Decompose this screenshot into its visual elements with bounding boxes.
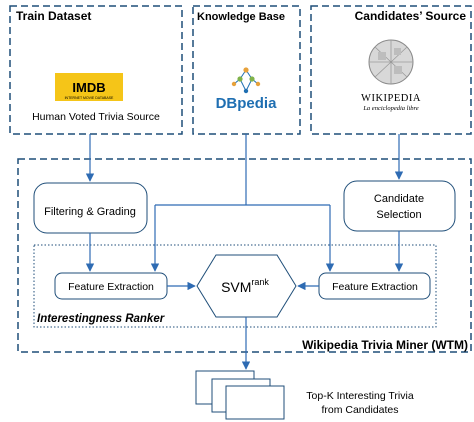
dbpedia-logo-text: DBpedia	[216, 95, 278, 112]
train-caption: Human Voted Trivia Source	[32, 111, 160, 123]
svm-label: SVMrank	[221, 277, 269, 295]
ranker-box	[33, 244, 437, 328]
filtering-grading-label: Filtering & Grading	[44, 206, 136, 218]
candidates-source-title: Candidates’ Source	[355, 9, 467, 23]
wikipedia-globe-icon	[368, 39, 414, 85]
wtm-title: Wikipedia Trivia Miner (WTM)	[302, 338, 468, 352]
train-dataset-box	[9, 5, 183, 135]
wikipedia-logo-text: WIKIPEDIA	[361, 93, 421, 104]
wikipedia-logo-subtext: La enciclopedia libre	[362, 105, 418, 112]
dbpedia-logo: DBpedia	[216, 67, 278, 112]
feature-extraction-left-label: Feature Extraction	[68, 281, 154, 293]
train-dataset-title: Train Dataset	[16, 9, 91, 23]
candidate-selection-line1: Candidate	[374, 193, 424, 205]
dbpedia-network-icon	[231, 67, 261, 94]
output-line2: from Candidates	[321, 404, 398, 416]
wikipedia-logo: WIKIPEDIA La enciclopedia libre	[361, 39, 421, 112]
wtm-box	[17, 158, 472, 353]
knowledge-base-title: Knowledge Base	[197, 11, 285, 23]
candidate-selection-box	[343, 180, 456, 232]
output-documents-icon	[195, 370, 285, 420]
candidates-source-box	[310, 5, 472, 135]
connectors	[85, 134, 404, 370]
feature-extraction-right-label: Feature Extraction	[332, 281, 418, 293]
svm-rank-hexagon	[196, 254, 297, 318]
imdb-logo: IMDB INTERNET MOVIE DATABASE	[55, 73, 123, 101]
candidate-selection-line2: Selection	[376, 209, 421, 221]
imdb-logo-subtext: INTERNET MOVIE DATABASE	[65, 96, 114, 100]
output-line1: Top-K Interesting Trivia	[306, 390, 414, 402]
imdb-logo-text: IMDB	[72, 80, 105, 95]
ranker-title: Interestingness Ranker	[37, 313, 165, 325]
